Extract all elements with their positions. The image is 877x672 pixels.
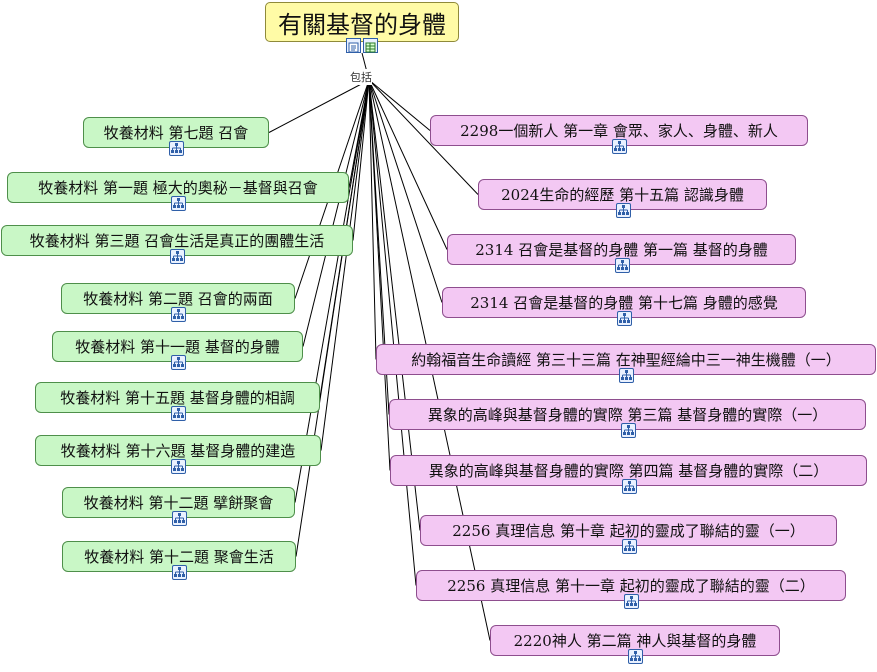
topic-label: 牧養材料 第十一題 基督的身體 xyxy=(75,338,280,356)
topic-label: 牧養材料 第十二題 聚會生活 xyxy=(84,548,274,566)
submap-icon[interactable] xyxy=(612,139,627,154)
submap-icon[interactable] xyxy=(171,196,186,211)
topic-label: 2256 真理信息 第十章 起初的靈成了聯結的靈（一） xyxy=(452,522,805,540)
topic-label: 異象的高峰與基督身體的實際 第三篇 基督身體的實際（一） xyxy=(427,406,828,424)
submap-icon[interactable] xyxy=(169,141,184,156)
edge-right-9 xyxy=(368,79,431,131)
edge-left-4 xyxy=(302,79,370,347)
submap-icon[interactable] xyxy=(619,368,634,383)
submap-icon[interactable] xyxy=(171,307,186,322)
topic-label: 2024生命的經歷 第十五篇 認識身體 xyxy=(501,186,744,204)
edge-right-17 xyxy=(368,79,417,586)
edge-right-11 xyxy=(368,79,448,250)
topic-label: 異象的高峰與基督身體的實際 第四篇 基督身體的實際（二） xyxy=(428,462,829,480)
left-topic-7[interactable]: 牧養材料 第十六題 基督身體的建造 xyxy=(35,435,321,466)
submap-icon[interactable] xyxy=(171,511,187,526)
submap-icon[interactable] xyxy=(172,565,187,580)
submap-icon[interactable] xyxy=(624,594,639,609)
edge-left-0 xyxy=(268,79,370,133)
submap-icon[interactable] xyxy=(170,406,186,421)
topic-label: 牧養材料 第十五題 基督身體的相調 xyxy=(60,389,295,407)
edge-left-2 xyxy=(352,79,370,241)
topic-label: 2256 真理信息 第十一章 起初的靈成了聯結的靈（二） xyxy=(447,577,815,595)
topic-label: 2314 召會是基督的身體 第十七篇 身體的感覺 xyxy=(470,294,778,312)
right-topic-1[interactable]: 2298一個新人 第一章 會眾、家人、身體、新人 xyxy=(430,115,808,146)
edge-left-7 xyxy=(294,79,370,503)
topic-label: 牧養材料 第三題 召會生活是真正的團體生活 xyxy=(29,232,325,250)
edge-right-10 xyxy=(368,79,479,195)
submap-icon[interactable] xyxy=(170,355,186,370)
topic-label: 2314 召會是基督的身體 第一篇 基督的身體 xyxy=(475,241,768,259)
root-topic[interactable]: 有關基督的身體 xyxy=(265,2,459,42)
topic-label: 牧養材料 第十二題 擘餅聚會 xyxy=(83,494,274,512)
submap-icon[interactable] xyxy=(620,423,636,438)
submap-icon[interactable] xyxy=(621,479,637,494)
root-title: 有關基督的身體 xyxy=(278,10,446,39)
topic-label: 牧養材料 第一題 極大的奧秘－基督與召會 xyxy=(38,179,318,197)
connector-label: 包括 xyxy=(350,69,372,85)
spreadsheet-icon[interactable] xyxy=(363,38,378,53)
submap-icon[interactable] xyxy=(615,203,631,218)
topic-label: 2298一個新人 第一章 會眾、家人、身體、新人 xyxy=(460,122,778,140)
topic-label: 約翰福音生命讀經 第三十三篇 在神聖經綸中三一神生機體（一） xyxy=(411,351,841,369)
edge-left-6 xyxy=(320,79,370,451)
edge-left-8 xyxy=(295,79,370,557)
submap-icon[interactable] xyxy=(617,311,632,326)
topic-label: 2220神人 第二篇 神人與基督的身體 xyxy=(513,632,757,650)
topic-label: 牧養材料 第七題 召會 xyxy=(103,124,249,142)
submap-icon[interactable] xyxy=(621,539,637,554)
submap-icon[interactable] xyxy=(170,249,185,264)
left-topic-5[interactable]: 牧養材料 第十一題 基督的身體 xyxy=(52,331,303,362)
notes-icon[interactable] xyxy=(346,38,361,53)
edge-right-12 xyxy=(368,79,443,303)
submap-icon[interactable] xyxy=(614,258,630,273)
topic-label: 牧養材料 第二題 召會的兩面 xyxy=(83,290,273,308)
right-topic-3[interactable]: 2314 召會是基督的身體 第一篇 基督的身體 xyxy=(447,234,796,265)
topic-label: 牧養材料 第十六題 基督身體的建造 xyxy=(60,442,296,460)
edge-right-15 xyxy=(368,79,391,471)
submap-icon[interactable] xyxy=(628,649,643,664)
submap-icon[interactable] xyxy=(171,459,186,474)
right-topic-5[interactable]: 約翰福音生命讀經 第三十三篇 在神聖經綸中三一神生機體（一） xyxy=(376,344,876,375)
edge-right-13 xyxy=(368,79,377,360)
